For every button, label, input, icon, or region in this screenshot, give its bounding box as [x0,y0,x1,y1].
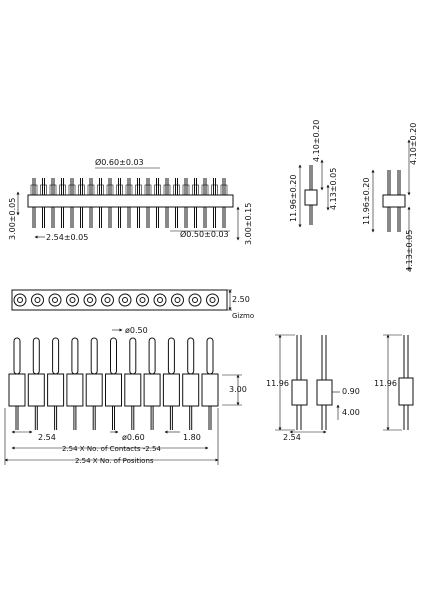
front-pin [201,337,219,430]
front-view-pins [8,337,219,430]
strip-holes [13,293,219,307]
single-end-dim-total: 11.96 [374,379,397,388]
top-pin [182,178,190,228]
front-dim-pin-dia: ø0.50 [125,326,148,335]
single-dim-mid: 4.13±0.05 [329,168,338,210]
top-pin [106,178,114,228]
top-pin [144,178,152,228]
front-pin [143,337,161,430]
front-pin [27,337,45,430]
strip-hole [13,293,27,307]
dual-dim-step: 0.90 [342,387,360,396]
strip-hole-inner [69,297,76,303]
strip-hole-inner [17,297,23,303]
top-pin [40,178,47,228]
front-dim-pitch: 2.54 [38,433,56,442]
strip-hole-inner [34,297,41,303]
top-pin [201,178,209,228]
top-pin [68,178,76,228]
dual-dim-pitch: 2.54 [283,433,301,442]
single-dim-total: 11.96±0.20 [289,175,298,222]
top-pin [97,178,104,228]
dual-dim-total: 11.96 [266,379,289,388]
strip-view: 2.50 [11,289,250,311]
front-pin [182,337,200,430]
strip-dim-width: 2.50 [232,295,250,304]
top-pin [87,178,95,228]
front-pin [8,337,26,430]
double-dim-bottom: 4.13±0.05 [405,230,414,272]
front-pin [66,337,84,430]
front-dim-tail-dia: ø0.60 [122,433,145,442]
top-pin [163,178,171,228]
strip-hole-inner [87,297,93,303]
strip-hole [48,293,62,307]
strip-hole [118,293,132,307]
strip-hole-inner [139,297,146,303]
dim-tip-diameter: Ø0.50±0.03 [180,229,229,239]
dim-pitch: 2.54±0.05 [46,233,88,242]
front-pin [105,337,122,430]
strip-outline [11,289,228,311]
front-pin [85,337,103,430]
strip-hole-inner [209,297,216,303]
dim-tail-length: 3.00±0.15 [244,203,253,245]
dim-height-left: 3.00±0.05 [8,198,17,240]
front-dim-body-height: 3.00 [229,385,247,394]
top-view-pins [30,178,228,228]
front-pin [162,337,180,430]
dim-pin-diameter: Ø0.60±0.03 [95,157,144,167]
strip-hole-inner [192,297,198,303]
single-end-view: 11.96 [374,334,414,431]
strip-hole-inner [174,297,181,303]
double-dim-top: 4.10±0.20 [409,123,418,165]
top-pin [125,178,133,228]
top-pin [135,178,142,228]
top-pin [49,178,57,228]
front-dim-contacts: 2.54 X No. of Contacts -2.54 [62,445,161,453]
dual-row-view: 11.96 0.90 4.00 2.54 [266,334,360,442]
strip-hole-inner [104,297,111,303]
strip-hole-inner [52,297,58,303]
front-dim-positions: 2.54 X No. of Positions [75,457,154,465]
top-pin [192,178,199,228]
top-pin [154,178,161,228]
single-dim-top: 4.10±0.20 [312,120,321,162]
top-pin [59,178,66,228]
top-pin [220,178,228,228]
top-view-housing [27,194,234,208]
strip-hole [136,293,149,307]
top-pin [30,178,38,228]
strip-hole [66,293,79,307]
strip-hole [171,293,184,307]
top-pin [211,178,218,228]
strip-hole-inner [122,297,128,303]
front-pin [47,337,65,430]
double-dim-total: 11.96±0.20 [362,178,371,225]
strip-hole [206,293,219,307]
side-view-single: 11.96±0.20 4.10±0.20 4.13±0.05 [289,120,338,228]
front-view: ø0.50 3.00 2.54 ø0.60 1.80 2.54 X No. of… [4,326,247,465]
strip-hole [83,293,97,307]
front-pin [124,337,142,430]
strip-hole [188,293,202,307]
strip-hole [153,293,167,307]
top-pin [173,178,180,228]
strip-hole-inner [157,297,163,303]
watermark: Gizmo [232,312,254,320]
side-view-double: 11.96±0.20 4.10±0.20 4.13±0.05 [362,123,418,272]
top-pin [78,178,85,228]
strip-hole [31,293,44,307]
top-pin [116,178,123,228]
top-view: Ø0.60±0.03 2.54±0.05 Ø0.50±0.03 3.00±0.0… [8,157,253,245]
front-dim-tail-len: 1.80 [183,433,201,442]
strip-hole [101,293,114,307]
dual-dim-lead: 4.00 [342,408,360,417]
